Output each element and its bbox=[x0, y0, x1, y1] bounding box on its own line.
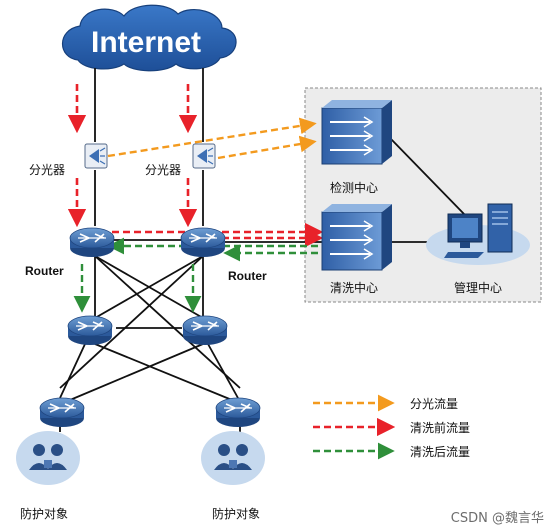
network-links bbox=[59, 68, 466, 432]
router-bottom-right-icon bbox=[215, 397, 261, 428]
clean-center-label: 清洗中心 bbox=[330, 280, 378, 295]
target-right-label: 防护对象 bbox=[212, 506, 260, 521]
splitter-right-label: 分光器 bbox=[145, 163, 181, 177]
legend-split-label: 分光流量 bbox=[410, 397, 458, 411]
split-flows bbox=[107, 117, 317, 160]
splitter-left-icon bbox=[84, 143, 108, 169]
router-mid-right-icon bbox=[182, 315, 228, 346]
legend: 分光流量 清洗前流量 清洗后流量 bbox=[313, 394, 470, 460]
router-bottom-left-icon bbox=[39, 397, 85, 428]
target-left-label: 防护对象 bbox=[20, 506, 68, 521]
router-top-left-icon bbox=[69, 227, 115, 258]
router-left-label: Router bbox=[25, 264, 64, 278]
clean-device-icon bbox=[321, 204, 392, 271]
router-top-right-icon bbox=[180, 227, 226, 258]
legend-post-clean-label: 清洗后流量 bbox=[410, 445, 470, 459]
watermark: CSDN @魏言华 bbox=[451, 511, 544, 526]
splitter-left-label: 分光器 bbox=[29, 163, 65, 177]
protected-target-right-icon bbox=[201, 431, 265, 485]
detect-device-icon bbox=[321, 100, 392, 165]
detect-center-label: 检测中心 bbox=[330, 180, 378, 195]
manage-center-label: 管理中心 bbox=[454, 280, 502, 295]
legend-pre-clean-label: 清洗前流量 bbox=[410, 420, 470, 435]
internet-label: Internet bbox=[91, 26, 201, 59]
management-computer-icon bbox=[426, 203, 530, 265]
router-right-label: Router bbox=[228, 269, 267, 283]
splitter-right-icon bbox=[192, 143, 216, 169]
internet-cloud: Internet bbox=[62, 4, 237, 72]
protected-target-left-icon bbox=[16, 431, 80, 485]
router-mid-left-icon bbox=[67, 315, 113, 346]
